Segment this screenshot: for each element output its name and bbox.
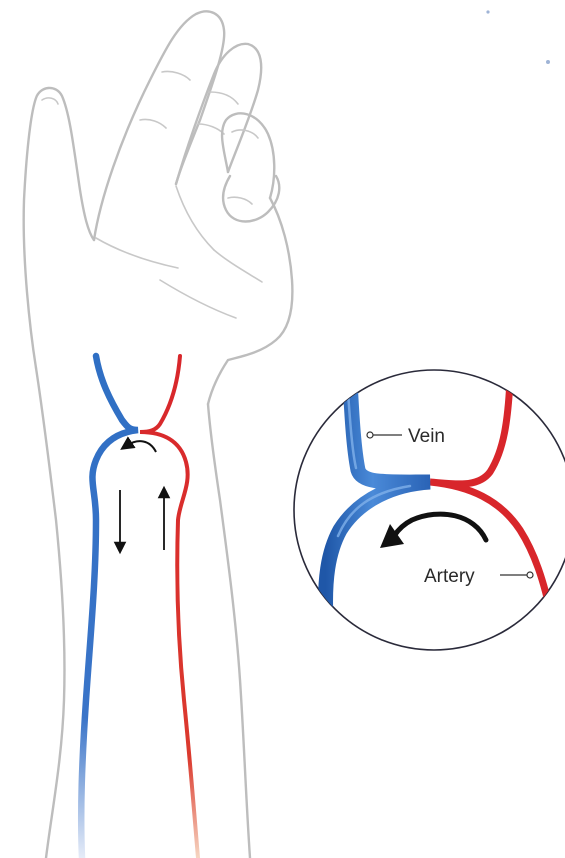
magnifier-circle: [294, 370, 565, 650]
magnified-view: Vein Artery: [294, 370, 565, 650]
forearm-fistula: [81, 356, 198, 858]
forearm-artery: [140, 356, 198, 858]
artery-label: Artery: [424, 566, 475, 587]
vein-label: Vein: [408, 426, 445, 447]
forearm-curved-arrow: [126, 441, 156, 452]
forearm-vein: [81, 356, 138, 858]
